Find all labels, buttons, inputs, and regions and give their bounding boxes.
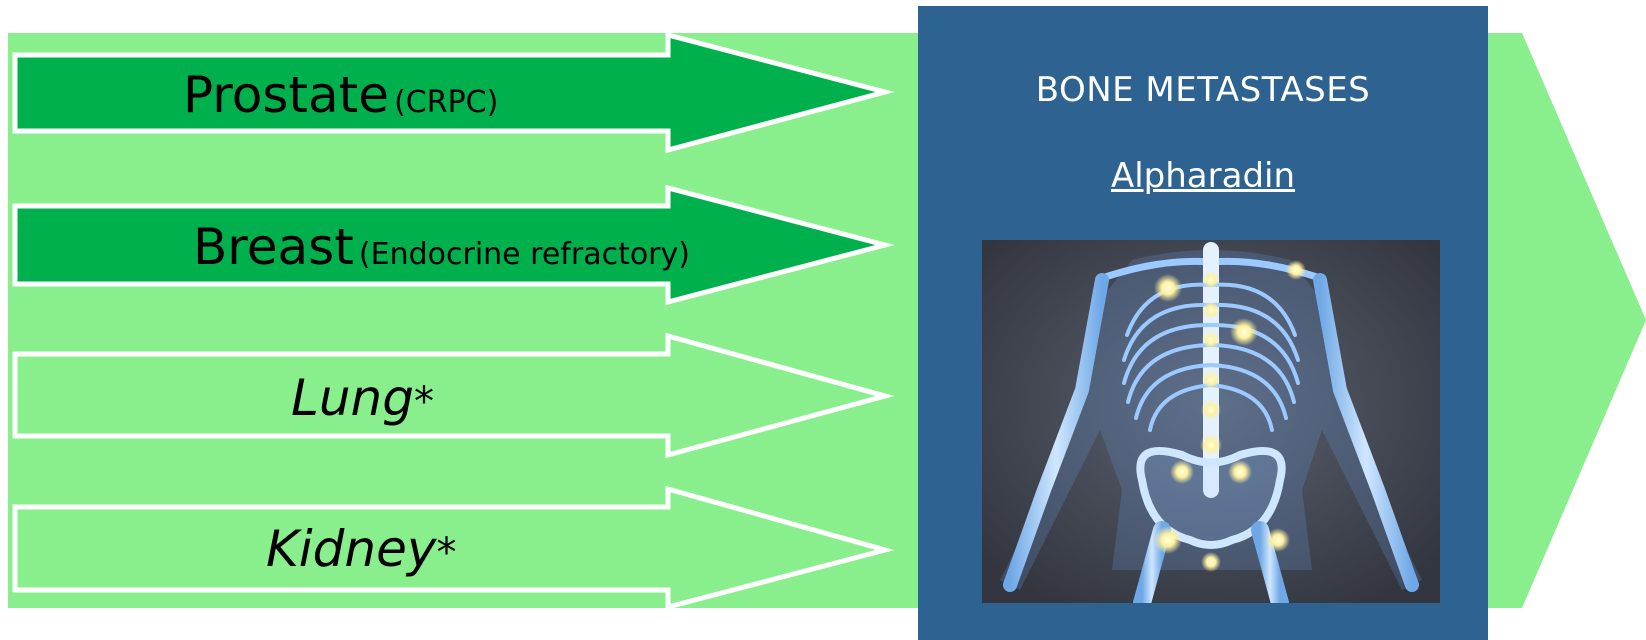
arrow-main-text: Kidney bbox=[266, 520, 436, 578]
arrow-label-prostate: Prostate (CRPC) bbox=[183, 70, 498, 120]
arrow-sub-text: * bbox=[414, 379, 434, 425]
arrow-label-breast: Breast (Endocrine refractory) bbox=[193, 222, 690, 272]
arrow-sub-text: * bbox=[436, 530, 456, 576]
drug-name-link[interactable]: Alpharadin bbox=[918, 156, 1488, 196]
arrow-sub-text: (Endocrine refractory) bbox=[359, 237, 690, 272]
arrow-main-text: Prostate bbox=[183, 66, 389, 124]
arrow-sub-text: (CRPC) bbox=[394, 85, 498, 120]
arrow-main-text: Breast bbox=[193, 218, 354, 276]
arrow-main-text: Lung bbox=[291, 369, 414, 427]
skeleton-xray-image bbox=[982, 240, 1440, 603]
panel-title: BONE METASTASES bbox=[918, 70, 1488, 110]
bone-metastases-panel: BONE METASTASES Alpharadin bbox=[918, 6, 1488, 640]
arrow-label-kidney: Kidney* bbox=[266, 524, 456, 574]
arrow-label-lung: Lung* bbox=[291, 373, 434, 423]
